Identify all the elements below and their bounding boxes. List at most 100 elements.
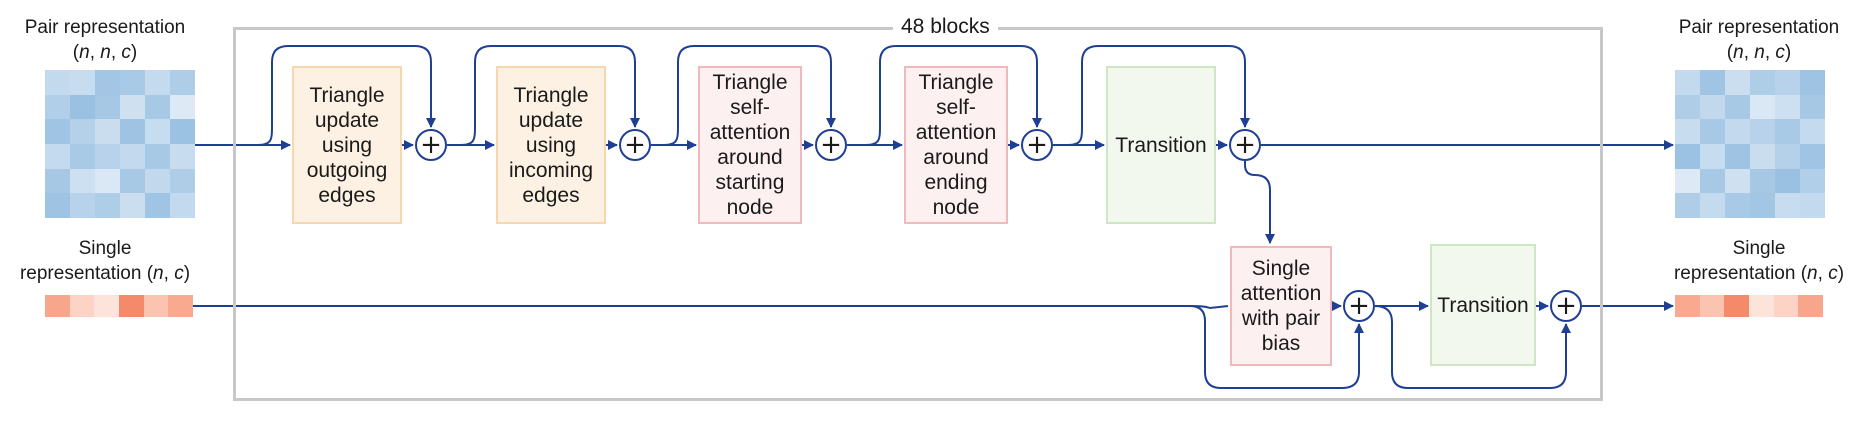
pair-bias-arrow	[1244, 161, 1275, 244]
grid-cell	[1675, 143, 1700, 169]
grid-cell	[145, 94, 170, 120]
grid-cell	[95, 168, 120, 194]
residual-add-2-icon: +	[619, 129, 651, 161]
grid-cell	[145, 193, 170, 218]
dim-c: c	[121, 42, 131, 63]
single-skip-connection-1	[193, 305, 1364, 389]
strip-cell	[1724, 295, 1749, 317]
grid-cell	[45, 94, 70, 120]
pair-transition-block: Transition	[1106, 66, 1216, 224]
block-label: Triangle update using incoming edges	[508, 83, 594, 207]
grid-cell	[1750, 168, 1775, 194]
grid-cell	[120, 193, 145, 218]
left-pair-title: Pair representation	[24, 17, 186, 38]
left-single-dims: representation (n, c)	[19, 263, 191, 284]
grid-cell	[95, 143, 120, 169]
skip-connection-4	[865, 45, 1042, 146]
right-single-title: Single	[1732, 238, 1786, 259]
left-single-title: Single	[78, 238, 132, 259]
triangle-attention-ending-block: Triangle self- attention around ending n…	[904, 66, 1008, 224]
grid-cell	[170, 168, 195, 194]
left-pair-label: Pair representation (n, n, c)	[0, 15, 210, 65]
strip-cell	[94, 295, 119, 317]
dim-n: n	[1733, 42, 1744, 63]
grid-cell	[120, 143, 145, 169]
single-to-attention-arrow	[1189, 305, 1229, 310]
grid-cell	[95, 70, 120, 95]
dim-sep: ,	[89, 42, 101, 63]
dim-c: c	[1775, 42, 1785, 63]
grid-cell	[145, 119, 170, 144]
grid-cell	[170, 119, 195, 144]
block-label: Triangle self- attention around starting…	[709, 71, 791, 219]
grid-cell	[1700, 193, 1725, 218]
grid-cell	[170, 193, 195, 218]
grid-cell	[70, 193, 95, 218]
grid-cell	[70, 94, 95, 120]
strip-cell	[1675, 295, 1700, 317]
block-label: Single attention with pair bias	[1240, 257, 1322, 355]
grid-cell	[1700, 168, 1725, 194]
strip-cell	[168, 295, 193, 317]
right-single-label: Single representation (n, c)	[1654, 236, 1864, 286]
grid-cell	[45, 70, 70, 95]
grid-cell	[145, 143, 170, 169]
grid-cell	[120, 70, 145, 95]
grid-cell	[1700, 143, 1725, 169]
grid-cell	[45, 168, 70, 194]
grid-cell	[120, 94, 145, 120]
dim-sep: ,	[1817, 263, 1829, 284]
strip-cell	[1798, 295, 1823, 317]
grid-cell	[70, 119, 95, 144]
grid-cell	[1800, 94, 1825, 120]
grid-cell	[1775, 193, 1800, 218]
grid-cell	[1750, 143, 1775, 169]
grid-cell	[1725, 119, 1750, 144]
strip-cell	[1699, 295, 1725, 317]
block-label: Transition	[1437, 293, 1529, 317]
grid-cell	[1725, 193, 1750, 218]
dim-sep: ,	[1764, 42, 1776, 63]
left-pair-representation-grid	[45, 70, 195, 218]
dim-sep: ,	[163, 263, 175, 284]
grid-cell	[45, 193, 70, 218]
grid-cell	[170, 143, 195, 169]
triangle-update-incoming-block: Triangle update using incoming edges	[496, 66, 606, 224]
dim-sep: ,	[1743, 42, 1755, 63]
grid-cell	[120, 119, 145, 144]
grid-cell	[1700, 70, 1725, 95]
dim-c: c	[174, 263, 184, 284]
skip-connection-1	[257, 45, 436, 146]
grid-cell	[1725, 70, 1750, 95]
grid-cell	[1750, 119, 1775, 144]
grid-cell	[1750, 193, 1775, 218]
strip-cell	[1748, 295, 1774, 317]
blocks-count-label: 48 blocks	[893, 14, 998, 40]
grid-cell	[1800, 143, 1825, 169]
right-single-dims: representation (n, c)	[1673, 263, 1845, 284]
strip-cell	[69, 295, 95, 317]
grid-cell	[1700, 94, 1725, 120]
grid-cell	[145, 168, 170, 194]
grid-cell	[1725, 168, 1750, 194]
grid-cell	[1775, 119, 1800, 144]
residual-add-6-icon: +	[1343, 290, 1375, 322]
right-pair-representation-grid	[1675, 70, 1825, 218]
grid-cell	[70, 143, 95, 169]
left-single-label: Single representation (n, c)	[0, 236, 210, 286]
block-label: Triangle self- attention around ending n…	[915, 71, 997, 219]
grid-cell	[170, 70, 195, 95]
grid-cell	[170, 94, 195, 120]
grid-cell	[70, 168, 95, 194]
grid-cell	[1675, 70, 1700, 95]
residual-add-4-icon: +	[1021, 129, 1053, 161]
single-transition-block: Transition	[1430, 244, 1536, 366]
grid-cell	[1675, 168, 1700, 194]
grid-cell	[1800, 70, 1825, 95]
block-label: Transition	[1115, 133, 1207, 157]
dim-c: c	[1828, 263, 1838, 284]
grid-cell	[95, 193, 120, 218]
grid-cell	[1800, 193, 1825, 218]
